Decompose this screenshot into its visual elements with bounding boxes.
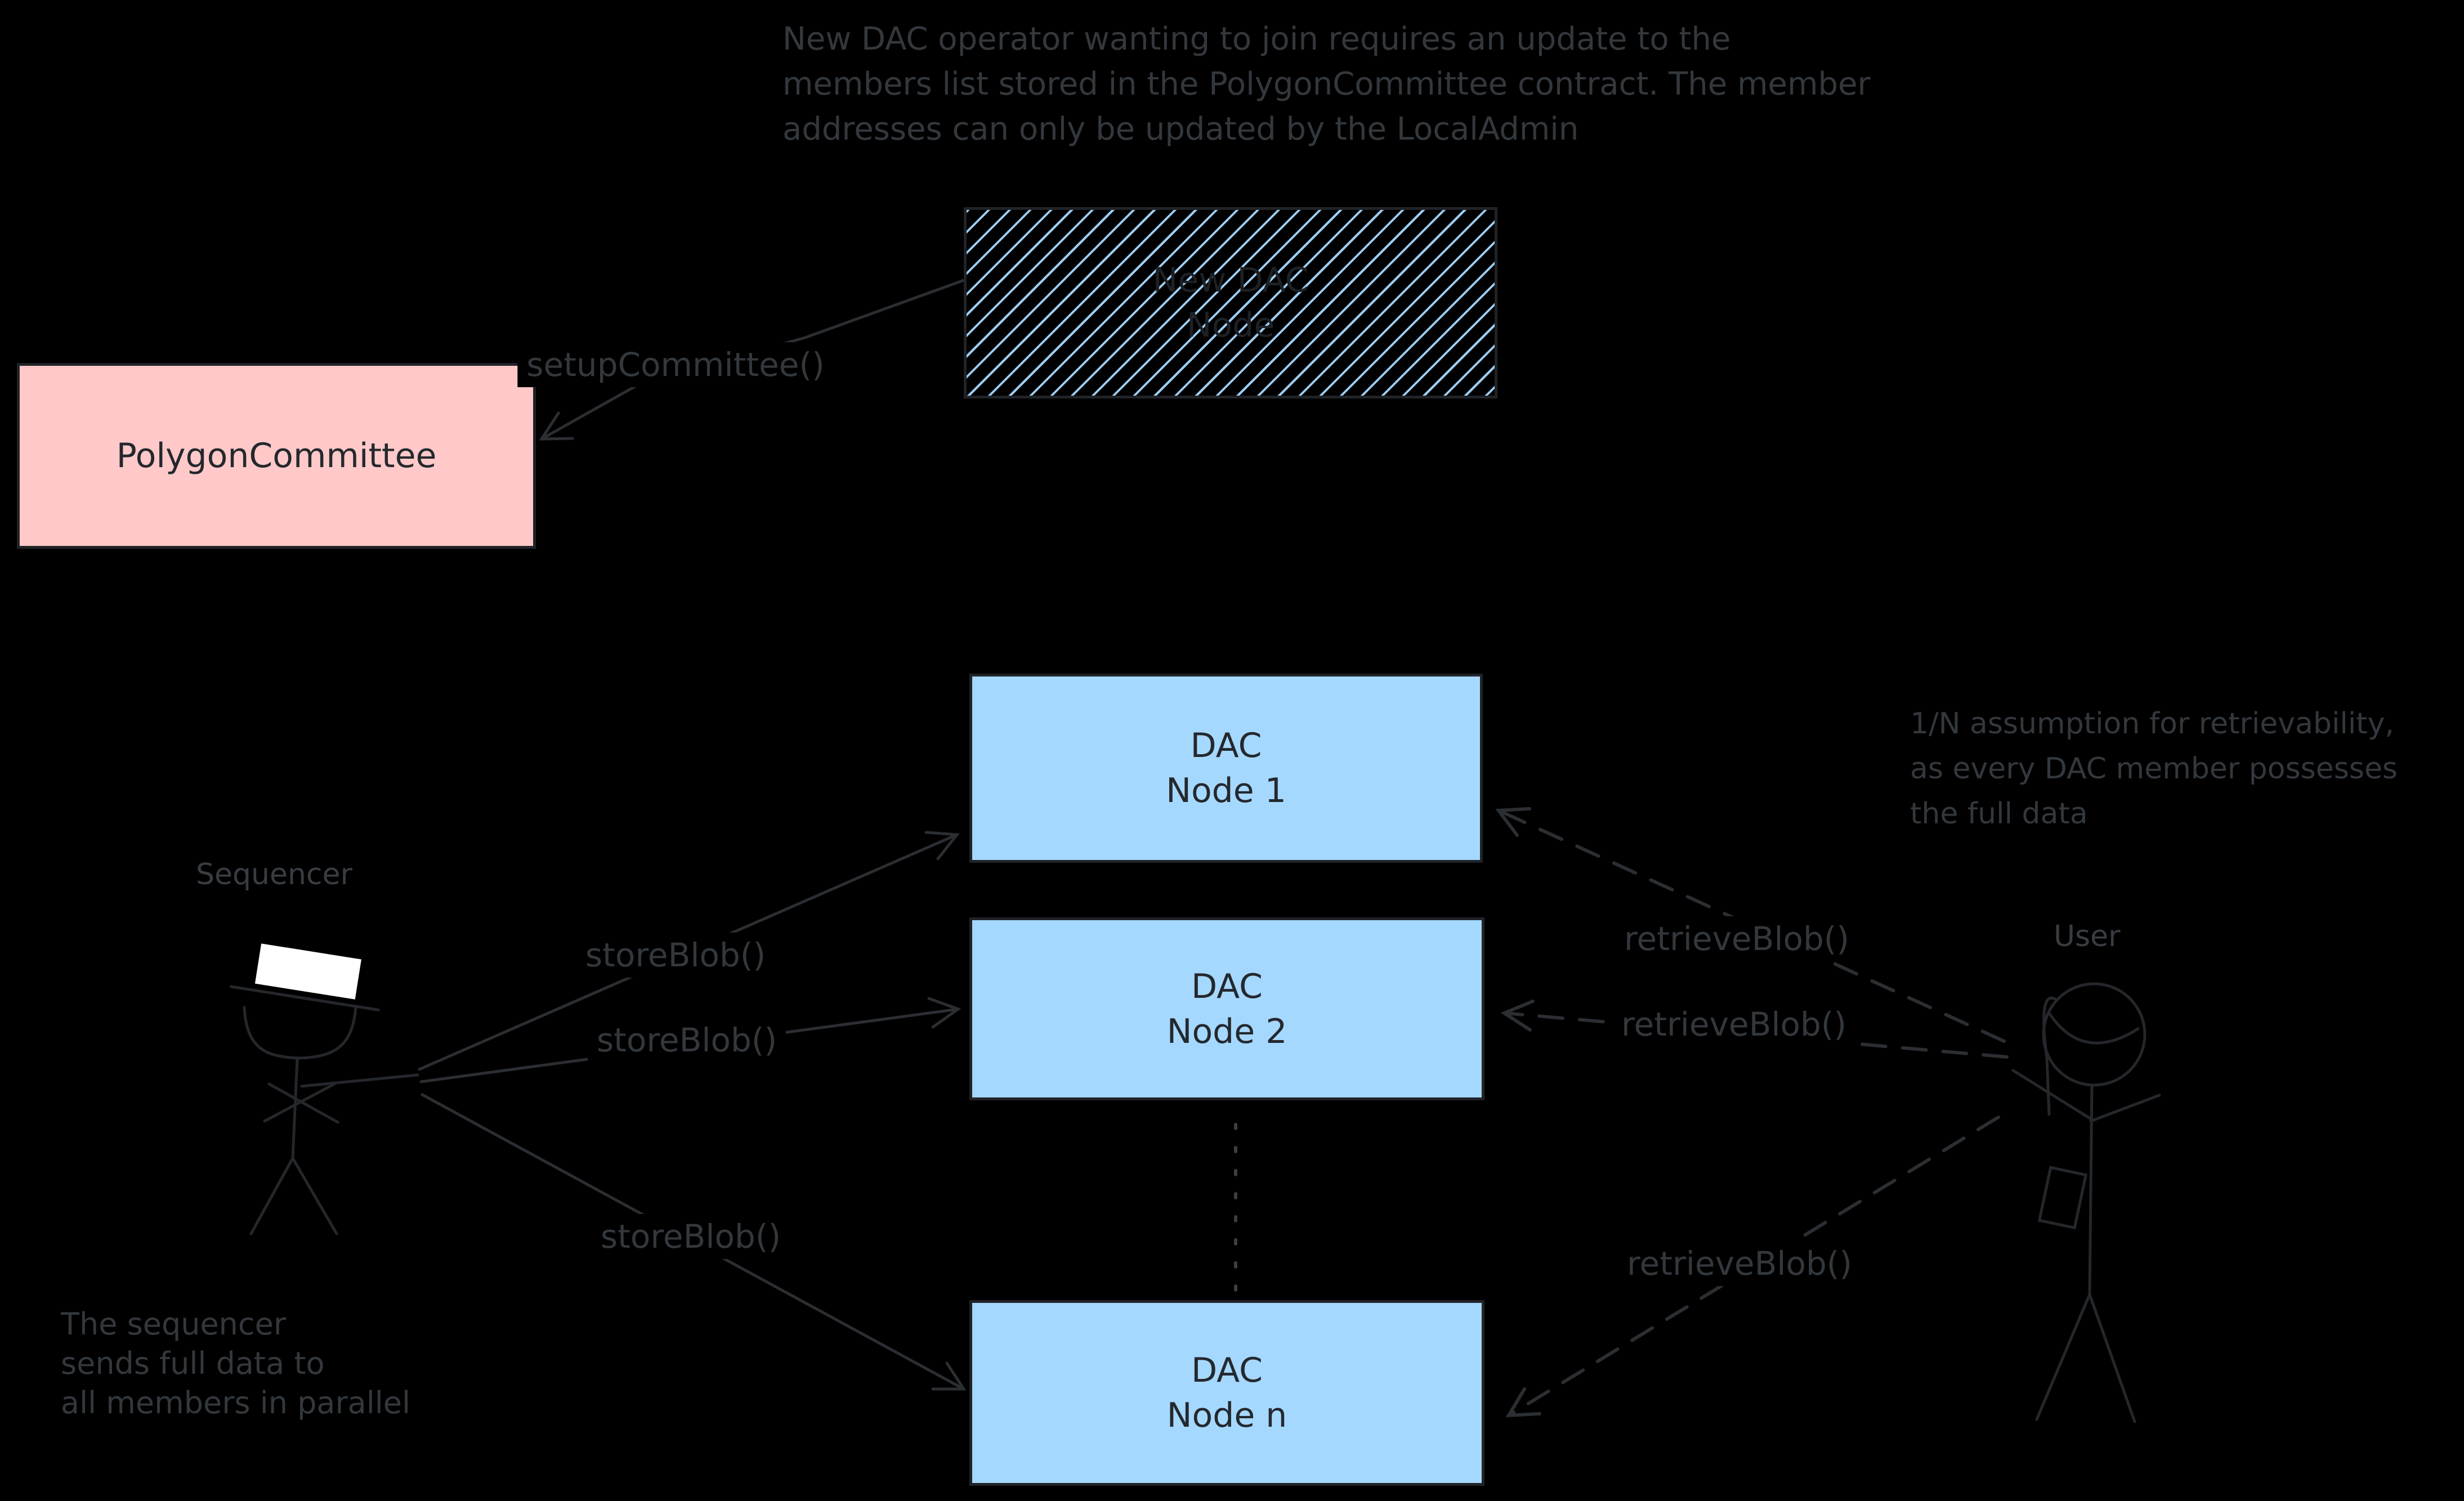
note-line: addresses can only be updated by the Loc… <box>782 111 1579 147</box>
note-line: The sequencer <box>61 1306 287 1342</box>
user-label: User <box>2054 920 2121 953</box>
arrowhead <box>927 997 962 1029</box>
arrowhead <box>924 831 960 861</box>
note-line: as every DAC member possesses <box>1910 752 2398 786</box>
store-blob-3-edge-label: storeBlob() <box>591 1214 790 1259</box>
sequencer-head <box>243 1006 357 1060</box>
parallel-broadcast-note: The sequencer sends full data to all mem… <box>61 1305 410 1423</box>
store-blob-arrows <box>418 831 967 1391</box>
sequencer-hat-icon <box>230 943 380 1011</box>
dac-node-n-box: DAC Node n <box>969 1300 1484 1486</box>
retrieve-blob-2-edge-label: retrieveBlob() <box>1612 1002 1856 1047</box>
note-line: 1/N assumption for retrievability, <box>1910 707 2394 741</box>
arrowhead <box>931 1361 967 1391</box>
arrowhead <box>1500 1000 1535 1032</box>
polygon-committee-box: PolygonCommittee <box>17 363 536 549</box>
setup-committee-edge-label: setupCommittee() <box>517 342 834 387</box>
note-line: all members in parallel <box>61 1385 410 1421</box>
polygon-committee-label: PolygonCommittee <box>116 436 437 476</box>
new-dac-node-box: New DAC Node <box>964 207 1497 398</box>
retrieve-blob-3-edge-label: retrieveBlob() <box>1617 1241 1862 1286</box>
new-dac-node-label-line1: New DAC <box>1152 261 1309 300</box>
user-figure <box>2011 982 2161 1423</box>
dac-node-2-label-line1: DAC <box>1191 966 1263 1006</box>
note-line: New DAC operator wanting to join require… <box>782 21 1731 57</box>
sequencer-label: Sequencer <box>196 858 352 891</box>
retrieve-blob-1-edge-label: retrieveBlob() <box>1615 916 1859 961</box>
note-line: the full data <box>1910 797 2088 831</box>
note-line: sends full data to <box>61 1346 325 1381</box>
retrieve-blob-arrows <box>1495 807 2009 1418</box>
note-line: members list stored in the PolygonCommit… <box>782 66 1871 102</box>
dac-node-2-box: DAC Node 2 <box>969 917 1484 1100</box>
arrowhead <box>1495 807 1531 837</box>
new-operator-note: New DAC operator wanting to join require… <box>782 17 1871 152</box>
arrowhead <box>539 411 574 441</box>
arrowhead <box>1505 1387 1541 1418</box>
dac-node-1-label-line1: DAC <box>1190 726 1262 765</box>
sequencer-figure <box>230 943 419 1235</box>
dac-node-n-label-line1: DAC <box>1191 1351 1263 1390</box>
dac-node-1-box: DAC Node 1 <box>969 674 1483 863</box>
retrievability-note: 1/N assumption for retrievability, as ev… <box>1910 701 2398 836</box>
new-dac-node-label-line2: Node <box>1186 306 1275 345</box>
dac-node-2-label-line2: Node 2 <box>1166 1011 1287 1051</box>
store-blob-1-edge-label: storeBlob() <box>576 933 775 978</box>
store-blob-2-edge-label: storeBlob() <box>587 1018 786 1063</box>
dac-node-1-label-line2: Node 1 <box>1166 771 1286 810</box>
dac-node-n-label-line2: Node n <box>1166 1396 1287 1435</box>
